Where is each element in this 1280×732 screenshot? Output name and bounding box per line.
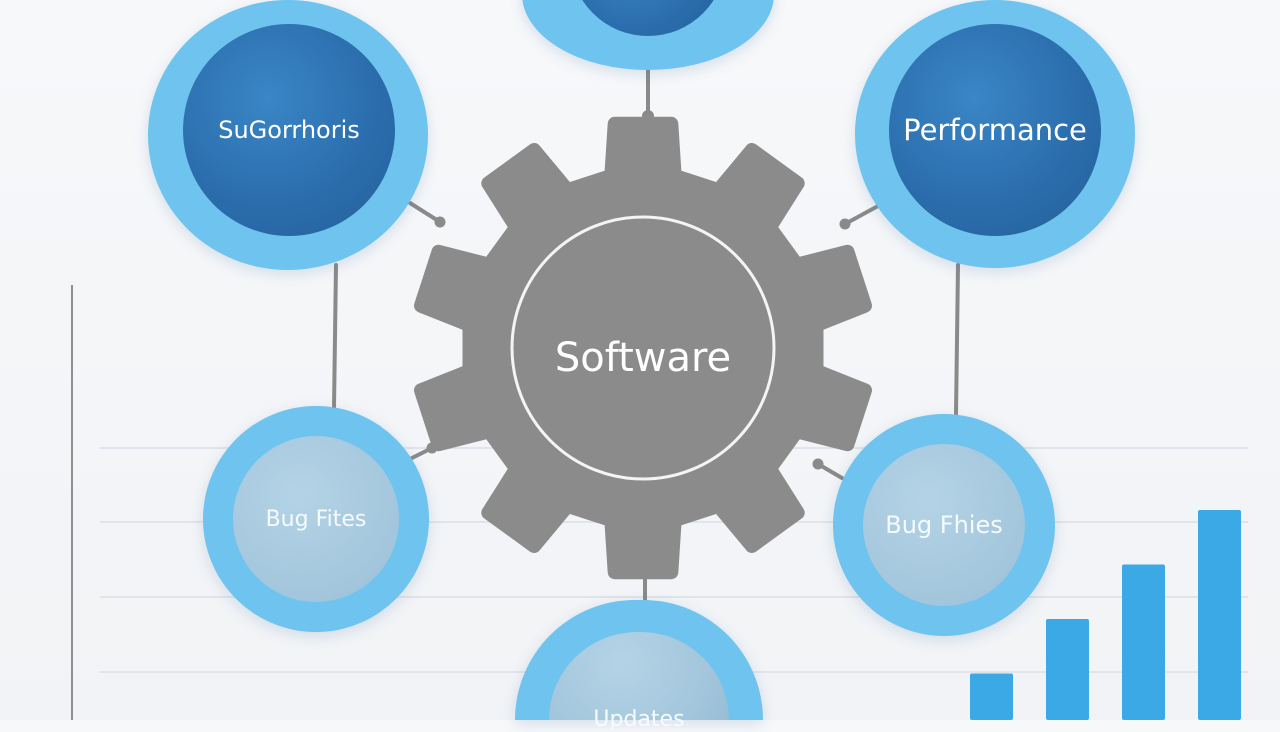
connector-dot <box>434 216 446 228</box>
node-bottom-core: Updates <box>549 632 729 732</box>
background-bar <box>970 673 1013 720</box>
center-label: Software <box>554 335 732 381</box>
node-top-left-core: SuGorrhoris <box>183 24 395 236</box>
gear-inner-ring <box>510 215 776 481</box>
node-bottom-left: Bug Fites <box>203 406 429 632</box>
connector-dot <box>839 218 851 230</box>
connector-line <box>332 263 338 410</box>
connector-line <box>408 201 442 224</box>
connector-dot <box>812 458 824 470</box>
node-top-core <box>570 0 726 36</box>
connector-line <box>843 204 880 226</box>
node-top-left: SuGorrhoris <box>148 0 428 270</box>
background-bar-chart <box>970 510 1241 720</box>
node-top-left-label: SuGorrhoris <box>218 116 360 144</box>
node-bottom-right: Bug Fhies <box>833 414 1055 636</box>
node-bottom-right-core: Bug Fhies <box>863 444 1025 606</box>
node-top-right-label: Performance <box>903 113 1087 147</box>
node-top-right: Performance <box>855 0 1135 268</box>
node-bottom-left-label: Bug Fites <box>265 506 367 532</box>
connector-line <box>954 263 960 416</box>
node-bottom-right-label: Bug Fhies <box>885 511 1003 539</box>
background-bar <box>1046 619 1089 720</box>
gear-body <box>414 116 872 580</box>
background-bar <box>1122 564 1165 720</box>
node-top-right-core: Performance <box>889 24 1101 236</box>
gear-icon <box>414 116 872 580</box>
node-bottom-left-core: Bug Fites <box>233 436 399 602</box>
background-bar <box>1198 510 1241 720</box>
